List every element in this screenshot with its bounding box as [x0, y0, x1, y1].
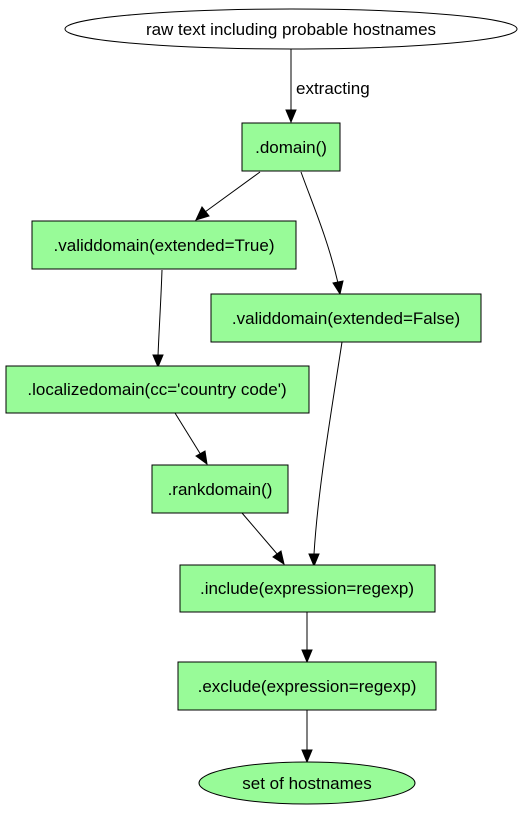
edge-exclude-to-hostnames [301, 710, 313, 764]
edge-validdomain-true-to-localizedomain [152, 269, 164, 369]
node-rankdomain: .rankdomain() [151, 464, 289, 514]
edge-localizedomain-to-rankdomain [174, 412, 208, 466]
node-domain: .domain() [241, 122, 341, 172]
node-include: .include(expression=regexp) [179, 564, 436, 613]
node-hostnames: set of hostnames [198, 761, 416, 805]
edge-raw-text-to-domain [285, 49, 297, 124]
edge-label-extracting: extracting [296, 79, 370, 98]
node-validdomain-true-label: .validdomain(extended=True) [54, 236, 275, 255]
node-localizedomain-label: .localizedomain(cc='country code') [27, 380, 286, 399]
node-exclude-label: .exclude(expression=regexp) [198, 677, 417, 696]
node-raw-text-label: raw text including probable hostnames [146, 20, 436, 39]
node-include-label: .include(expression=regexp) [200, 579, 414, 598]
node-raw-text: raw text including probable hostnames [64, 8, 518, 50]
node-rankdomain-label: .rankdomain() [168, 480, 273, 499]
edge-include-to-exclude [301, 612, 313, 664]
node-validdomain-false-label: .validdomain(extended=False) [232, 309, 460, 328]
edge-domain-to-validdomain-true [195, 171, 261, 221]
node-domain-label: .domain() [255, 138, 327, 157]
node-validdomain-true: .validdomain(extended=True) [31, 220, 297, 270]
node-localizedomain: .localizedomain(cc='country code') [5, 365, 310, 414]
edge-validdomain-false-to-include [308, 341, 343, 568]
node-exclude: .exclude(expression=regexp) [177, 661, 437, 711]
edge-domain-to-validdomain-false [300, 171, 344, 296]
edge-rankdomain-to-include [241, 512, 285, 566]
node-hostnames-label: set of hostnames [242, 774, 371, 793]
node-validdomain-false: .validdomain(extended=False) [210, 293, 482, 343]
